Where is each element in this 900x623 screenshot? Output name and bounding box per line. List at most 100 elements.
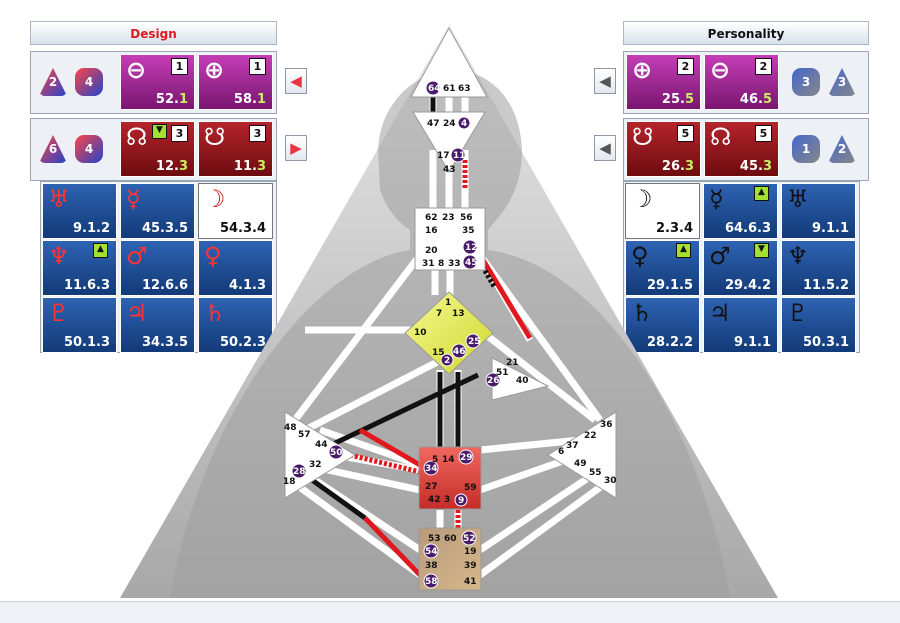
gate-value: 50.1.3 — [63, 335, 110, 350]
svg-text:40: 40 — [516, 376, 529, 386]
uranus-icon: ♅ — [787, 185, 809, 213]
svg-text:39: 39 — [464, 561, 477, 571]
design-saturn-cell[interactable]: ♄50.2.3 — [198, 297, 273, 353]
gate-value: 9.1.1 — [811, 221, 849, 236]
gate-value: 54.3.4 — [219, 221, 266, 236]
personality-pluto-cell[interactable]: ♇50.3.1 — [781, 297, 856, 353]
svg-text:22: 22 — [584, 431, 597, 441]
design-mars-cell[interactable]: ♂12.6.6 — [120, 240, 195, 296]
gate-value: 26.3 — [661, 159, 694, 174]
design-earth-cell[interactable]: ⊖ 1 52.1 — [120, 54, 195, 110]
svg-text:44: 44 — [315, 440, 328, 450]
design-row-sun-earth: 2 4 ⊖ 1 52.1 ⊕ 1 58.1 — [30, 51, 277, 114]
moon-icon: ☽ — [204, 185, 226, 213]
variable-arrow-icon: 4 — [75, 68, 103, 96]
svg-text:64: 64 — [428, 84, 441, 94]
gate-value: 29.1.5 — [646, 278, 693, 293]
svg-text:63: 63 — [458, 84, 471, 94]
variable-arrow-icon: 3 — [792, 68, 820, 96]
gate-value: 12.6.6 — [141, 278, 188, 293]
color-badge: 5 — [755, 125, 772, 142]
svg-text:54: 54 — [425, 547, 438, 557]
personality-uranus-cell[interactable]: ♅9.1.1 — [781, 183, 856, 239]
gate-value: 12.3 — [155, 159, 188, 174]
moon-icon: ☽ — [631, 185, 653, 213]
earth-icon: ⊖ — [126, 56, 147, 84]
activated-gates — [291, 80, 501, 589]
gate-value: 52.1 — [155, 92, 188, 107]
personality-planets-table: ☽2.3.4 ☿▲64.6.3 ♅9.1.1 ♀▲29.1.5 ♂▼29.4.2… — [623, 181, 860, 353]
svg-text:23: 23 — [442, 213, 455, 223]
design-mercury-cell[interactable]: ☿45.3.5 — [120, 183, 195, 239]
personality-north-node-cell[interactable]: ☊ 5 45.3 — [704, 121, 779, 177]
gate-value: 45.3.5 — [141, 221, 188, 236]
svg-text:58: 58 — [425, 577, 438, 587]
svg-text:30: 30 — [604, 476, 617, 486]
sun-icon: ⊕ — [204, 56, 225, 84]
design-sun-cell[interactable]: ⊕ 1 58.1 — [198, 54, 273, 110]
personality-south-node-cell[interactable]: ☋ 5 26.3 — [626, 121, 701, 177]
variable-arrow-icon: 4 — [75, 135, 103, 163]
svg-text:10: 10 — [414, 328, 427, 338]
svg-text:61: 61 — [443, 84, 456, 94]
svg-text:52: 52 — [463, 534, 476, 544]
gate-value: 29.4.2 — [724, 278, 771, 293]
svg-text:24: 24 — [443, 119, 456, 129]
personality-neptune-cell[interactable]: ♆11.5.2 — [781, 240, 856, 296]
personality-jupiter-cell[interactable]: ♃9.1.1 — [703, 297, 778, 353]
design-neptune-cell[interactable]: ♆▲11.6.3 — [42, 240, 117, 296]
svg-text:4: 4 — [461, 119, 467, 129]
mercury-icon: ☿ — [126, 185, 141, 213]
arrow-right-icon[interactable]: ▶ — [285, 135, 307, 161]
color-badge: 2 — [755, 58, 772, 75]
personality-moon-cell[interactable]: ☽2.3.4 — [625, 183, 700, 239]
design-planets-table: ♅9.1.2 ☿45.3.5 ☽54.3.4 ♆▲11.6.3 ♂12.6.6 … — [40, 181, 277, 353]
south-node-icon: ☋ — [204, 123, 226, 151]
personality-sun-cell[interactable]: ⊖ 2 46.5 — [704, 54, 779, 110]
svg-text:48: 48 — [284, 423, 297, 433]
gate-value: 28.2.2 — [646, 335, 693, 350]
svg-text:15: 15 — [432, 348, 445, 358]
color-badge: 3 — [171, 125, 188, 142]
svg-text:57: 57 — [298, 430, 311, 440]
svg-text:37: 37 — [566, 441, 579, 451]
personality-mars-cell[interactable]: ♂▼29.4.2 — [703, 240, 778, 296]
design-moon-cell[interactable]: ☽ 54.3.4 — [198, 183, 273, 239]
svg-text:25: 25 — [468, 337, 481, 347]
design-venus-cell[interactable]: ♀4.1.3 — [198, 240, 273, 296]
svg-text:53: 53 — [428, 534, 441, 544]
gate-value: 9.1.1 — [733, 335, 771, 350]
arrow-left-icon[interactable]: ◀ — [594, 135, 616, 161]
design-pluto-cell[interactable]: ♇50.1.3 — [42, 297, 117, 353]
g-center — [404, 291, 494, 375]
arrow-left-icon[interactable]: ◀ — [285, 68, 307, 94]
svg-text:20: 20 — [425, 246, 438, 256]
svg-text:29: 29 — [460, 453, 473, 463]
design-jupiter-cell[interactable]: ♃34.3.5 — [120, 297, 195, 353]
personality-venus-cell[interactable]: ♀▲29.1.5 — [625, 240, 700, 296]
design-uranus-cell[interactable]: ♅9.1.2 — [42, 183, 117, 239]
gate-value: 4.1.3 — [228, 278, 266, 293]
personality-earth-cell[interactable]: ⊕ 2 25.5 — [626, 54, 701, 110]
personality-saturn-cell[interactable]: ♄28.2.2 — [625, 297, 700, 353]
gate-value: 11.6.3 — [63, 278, 110, 293]
personality-header: Personality — [623, 21, 869, 45]
triangle-up-icon: ▲ — [93, 243, 108, 258]
svg-text:2: 2 — [444, 356, 450, 366]
design-south-node-cell[interactable]: ☋ 3 11.3 — [198, 121, 273, 177]
personality-mercury-cell[interactable]: ☿▲64.6.3 — [703, 183, 778, 239]
gate-value: 50.2.3 — [219, 335, 266, 350]
design-north-node-cell[interactable]: ☊ ▼ 3 12.3 — [120, 121, 195, 177]
gate-value: 34.3.5 — [141, 335, 188, 350]
svg-text:45: 45 — [465, 258, 478, 268]
north-node-icon: ☊ — [710, 123, 732, 151]
neptune-icon: ♆ — [787, 242, 809, 270]
svg-text:49: 49 — [574, 459, 587, 469]
gate-value: 45.3 — [739, 159, 772, 174]
design-row-nodes: 6 4 ☊ ▼ 3 12.3 ☋ 3 11.3 — [30, 118, 277, 181]
svg-text:56: 56 — [460, 213, 473, 223]
arrow-left-icon[interactable]: ◀ — [594, 68, 616, 94]
color-badge: 5 — [677, 125, 694, 142]
svg-text:13: 13 — [452, 309, 465, 319]
svg-text:38: 38 — [425, 561, 438, 571]
